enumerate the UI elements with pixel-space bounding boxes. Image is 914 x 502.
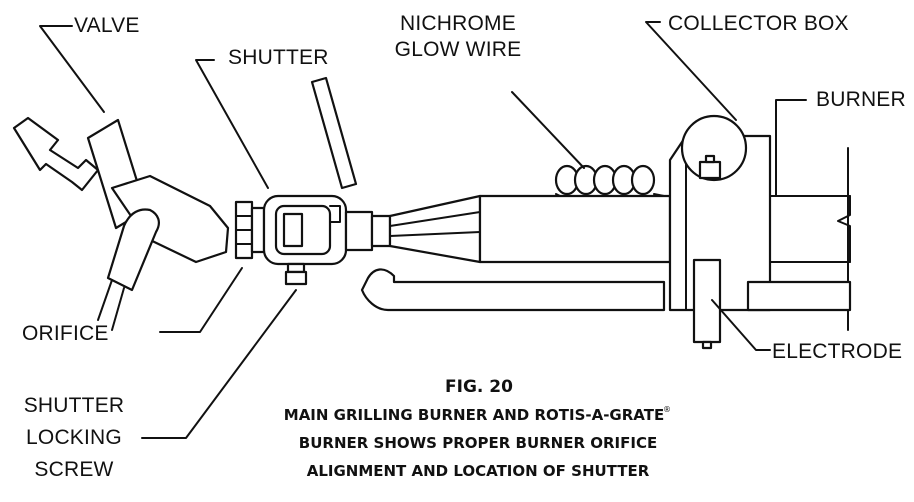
label-orifice: ORIFICE — [22, 322, 109, 345]
label-shutter: SHUTTER — [228, 46, 329, 69]
glow-wire-drawing — [554, 164, 665, 197]
caption-registered-mark: ® — [663, 405, 671, 414]
figure-caption: FIG. 20 MAIN GRILLING BURNER AND ROTIS-A… — [284, 377, 671, 480]
shutter-drawing — [262, 76, 374, 286]
label-electrode: ELECTRODE — [772, 340, 902, 363]
label-locking-screw-1: SHUTTER — [24, 394, 125, 417]
label-locking-screw-3: SCREW — [34, 458, 113, 481]
part-labels: VALVE SHUTTER NICHROME GLOW WIRE COLLECT… — [22, 12, 906, 481]
caption-line-2: BURNER SHOWS PROPER BURNER ORIFICE — [299, 434, 657, 452]
orifice-drawing — [234, 200, 266, 260]
valve-drawing — [12, 116, 230, 331]
electrode-drawing — [692, 258, 722, 350]
caption-fig-number: FIG. 20 — [445, 377, 513, 397]
label-locking-screw-2: LOCKING — [26, 426, 122, 449]
label-collector-box: COLLECTOR BOX — [668, 12, 849, 35]
label-glow-wire-1: NICHROME — [400, 12, 516, 35]
label-burner: BURNER — [816, 88, 906, 111]
label-valve: VALVE — [74, 14, 140, 37]
leader-lines — [39, 21, 807, 439]
label-glow-wire-2: GLOW WIRE — [395, 38, 522, 61]
lower-burner-drawing — [360, 268, 852, 312]
caption-line-1: MAIN GRILLING BURNER AND ROTIS-A-GRATE — [284, 406, 664, 424]
caption-line-3: ALIGNMENT AND LOCATION OF SHUTTER — [307, 462, 650, 480]
